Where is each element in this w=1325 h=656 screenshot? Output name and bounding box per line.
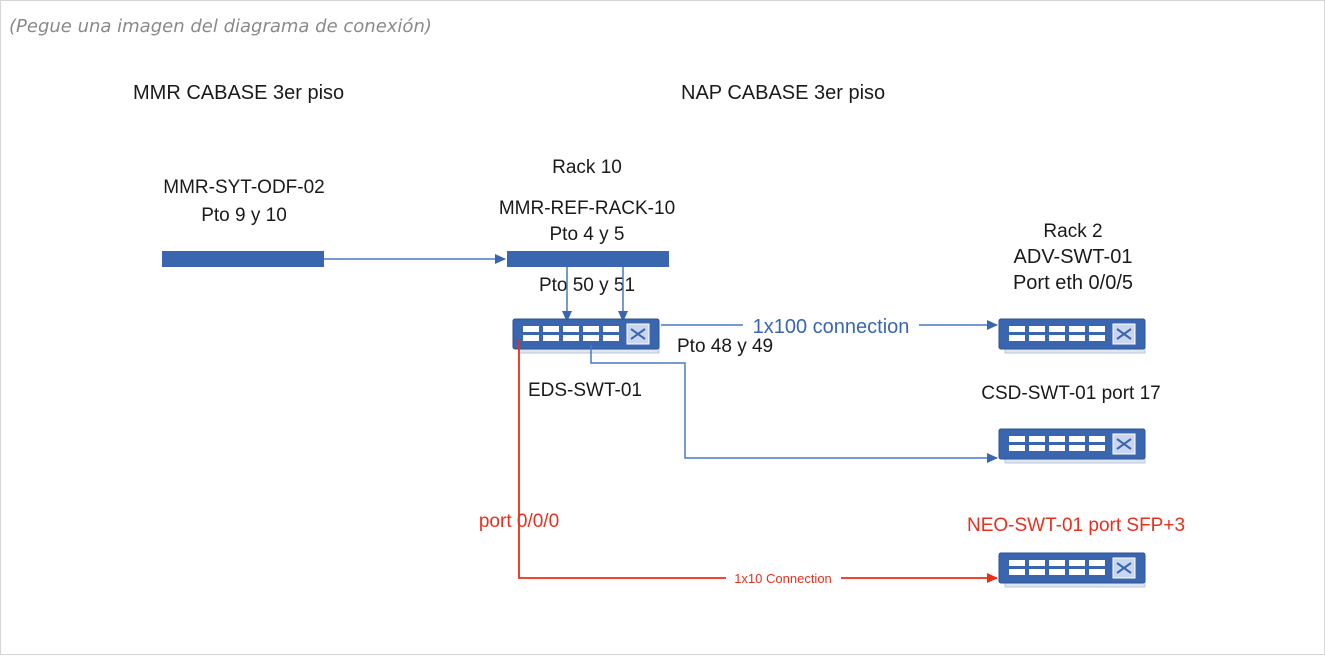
eds-to-csd-link (590, 345, 998, 463)
rack10-title: Rack 10 (552, 157, 622, 178)
left-site-title: MMR CABASE 3er piso (133, 82, 344, 104)
right-site-title: NAP CABASE 3er piso (681, 82, 885, 104)
adv-switch-icon (998, 318, 1146, 354)
csd-switch-label: CSD-SWT-01 port 17 (981, 383, 1161, 404)
paste-image-hint: (Pegue una imagen del diagrama de conexi… (9, 16, 432, 37)
eds-switch-label: EDS-SWT-01 (528, 380, 642, 401)
odf-label: MMR-SYT-ODF-02 (163, 177, 325, 198)
adv-switch-label: ADV-SWT-01 (1014, 246, 1133, 268)
adv-port-label: Port eth 0/0/5 (1013, 272, 1133, 294)
eds-switch-icon (512, 318, 660, 354)
rack10-ports-label: Pto 4 y 5 (550, 224, 625, 245)
neo-switch-label: NEO-SWT-01 port SFP+3 (967, 515, 1185, 536)
red-link-label: 1x10 Connection (734, 571, 832, 586)
rack10-uplink-label: Pto 50 y 51 (539, 275, 635, 296)
csd-switch-icon (998, 428, 1146, 464)
red-port-label: port 0/0/0 (479, 511, 559, 532)
rack10-panel (507, 251, 669, 267)
neo-switch-icon (998, 552, 1146, 588)
blue-link-label: 1x100 connection (753, 316, 910, 338)
odf-panel (162, 251, 324, 267)
eds-ports-label: Pto 48 y 49 (677, 336, 773, 357)
adv-rack-label: Rack 2 (1043, 221, 1102, 242)
rack10-panel-label: MMR-REF-RACK-10 (499, 198, 675, 219)
odf-ports-label: Pto 9 y 10 (201, 205, 287, 226)
